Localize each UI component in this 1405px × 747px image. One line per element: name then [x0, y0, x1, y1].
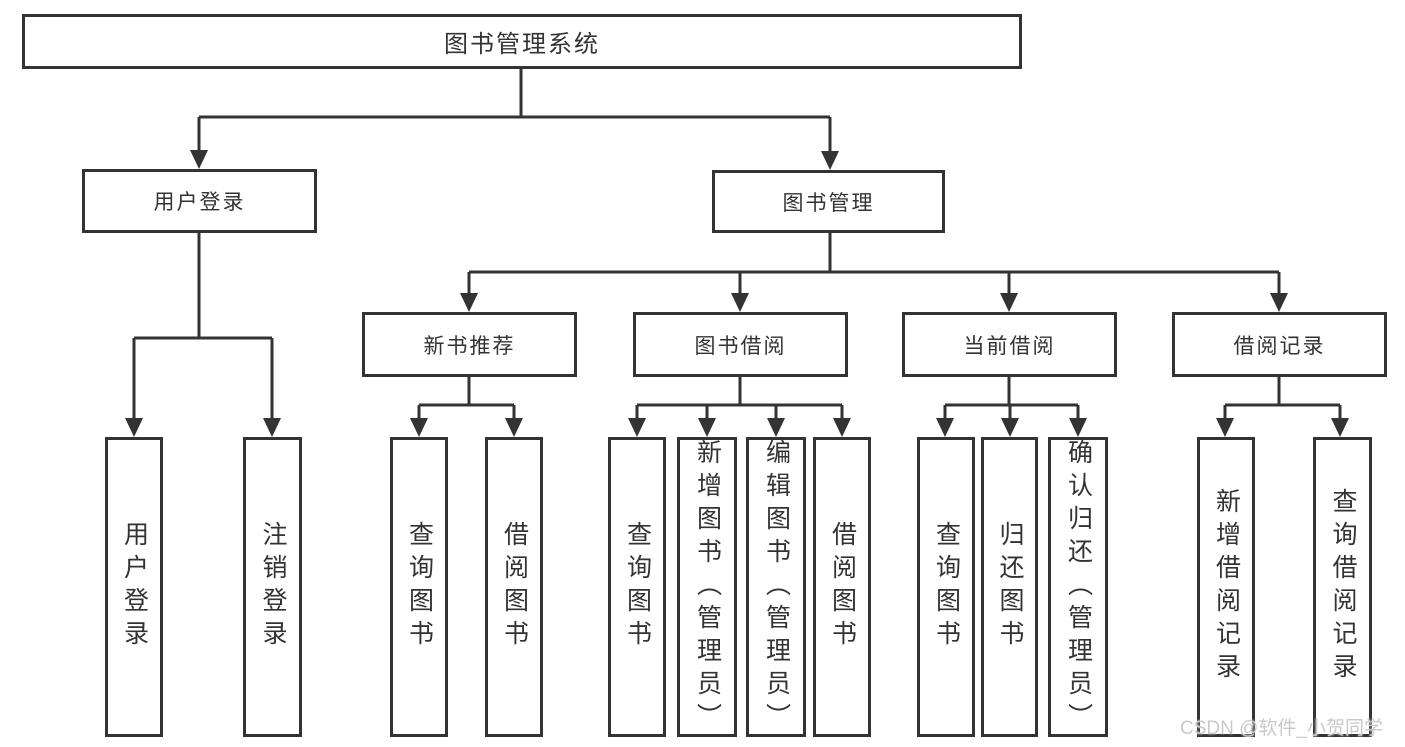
leaf-query-borrow-record: 查询借阅记录 — [1313, 437, 1372, 737]
leaf-confirm-return-admin: 确认归还（管理员） — [1048, 437, 1108, 737]
leaf-label: 注销登录 — [259, 521, 287, 653]
leaf-label: 查询图书 — [405, 521, 434, 653]
leaf-label: 查询借阅记录 — [1329, 488, 1357, 686]
leaf-return-books: 归还图书 — [981, 437, 1038, 737]
leaf-add-borrow-record: 新增借阅记录 — [1197, 437, 1255, 737]
node-label: 用户登录 — [153, 191, 246, 214]
leaf-query-books-borrow: 查询图书 — [608, 437, 666, 737]
leaf-borrow-books-borrow: 借阅图书 — [813, 437, 871, 737]
leaf-add-book-admin: 新增图书（管理员） — [677, 437, 737, 737]
leaf-edit-book-admin: 编辑图书（管理员） — [746, 437, 806, 737]
leaf-user-login: 用户登录 — [105, 437, 163, 737]
node-label: 借阅记录 — [1233, 334, 1326, 358]
node-book-management: 图书管理 — [712, 170, 945, 233]
node-library-management-system: 图书管理系统 — [22, 14, 1022, 69]
leaf-label: 归还图书 — [996, 521, 1024, 653]
leaf-label: 借阅图书 — [828, 521, 857, 653]
leaf-label: 查询图书 — [932, 521, 961, 653]
leaf-query-books-newrec: 查询图书 — [390, 437, 448, 737]
node-label: 新书推荐 — [423, 334, 516, 358]
leaf-label: 新增图书（管理员） — [693, 438, 722, 736]
leaf-label: 用户登录 — [120, 521, 149, 653]
node-current-borrowing: 当前借阅 — [902, 312, 1117, 377]
leaf-label: 借阅图书 — [500, 521, 529, 653]
arrowhead-icons — [125, 150, 1349, 437]
leaf-label: 新增借阅记录 — [1212, 488, 1241, 686]
node-new-book-recommend: 新书推荐 — [362, 312, 577, 377]
leaf-borrow-books-newrec: 借阅图书 — [485, 437, 543, 737]
node-label: 当前借阅 — [963, 334, 1056, 358]
csdn-watermark: CSDN @软件_小贺同学 — [1180, 718, 1383, 739]
node-label: 图书管理 — [782, 191, 875, 215]
leaf-query-books-current: 查询图书 — [917, 437, 975, 737]
node-borrow-records: 借阅记录 — [1172, 312, 1387, 377]
leaf-label: 确认归还（管理员） — [1064, 438, 1093, 736]
leaf-logout: 注销登录 — [243, 437, 302, 737]
node-user-login: 用户登录 — [82, 169, 317, 233]
node-book-borrowing: 图书借阅 — [633, 312, 848, 377]
node-label: 图书借阅 — [694, 334, 787, 358]
node-label: 图书管理系统 — [444, 31, 600, 58]
leaf-label: 编辑图书（管理员） — [762, 438, 791, 736]
leaf-label: 查询图书 — [623, 521, 652, 653]
